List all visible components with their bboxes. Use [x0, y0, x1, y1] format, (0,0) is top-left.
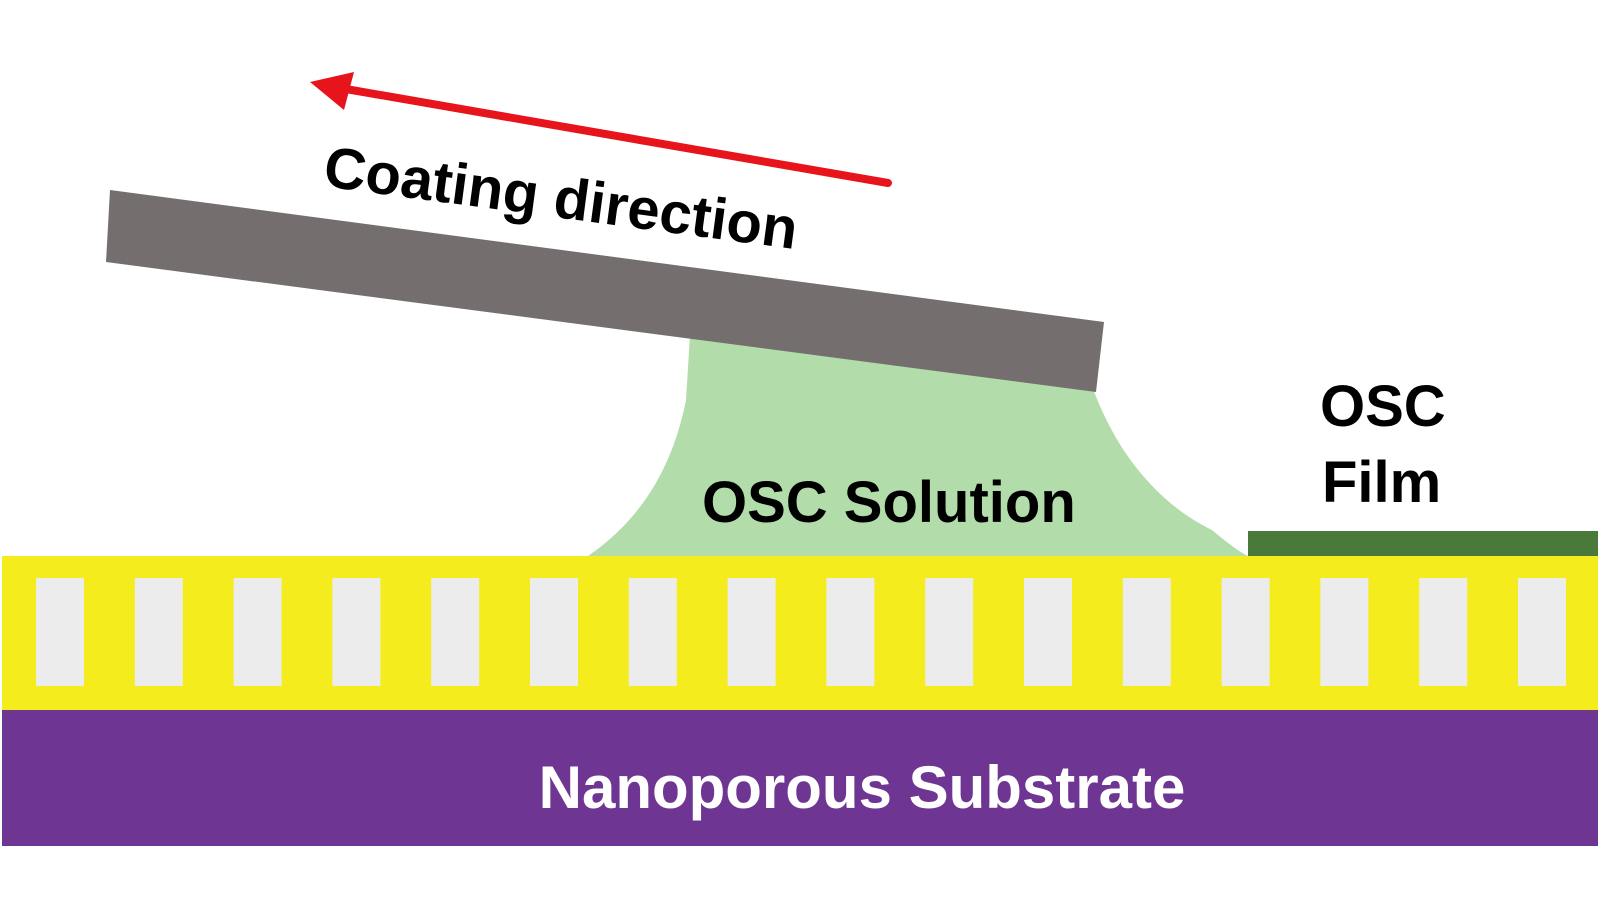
pore — [332, 578, 381, 686]
osc-film-label-line1: OSC — [1320, 374, 1446, 439]
pore — [1518, 578, 1566, 686]
osc-film-label-line2: Film — [1322, 450, 1441, 515]
nanoporous-substrate-label: Nanoporous Substrate — [539, 754, 1186, 821]
nanoporous-substrate — [2, 710, 1598, 846]
pore — [1024, 578, 1072, 686]
pore — [1221, 578, 1270, 686]
osc-film — [1248, 531, 1598, 556]
pore — [36, 578, 84, 686]
pore — [925, 578, 974, 686]
pore — [233, 578, 282, 686]
coating-blade — [106, 190, 1104, 392]
pore — [1320, 578, 1369, 686]
pore — [1122, 578, 1171, 686]
pore — [1419, 578, 1468, 686]
pore — [826, 578, 875, 686]
pore — [530, 578, 578, 686]
pore — [431, 578, 480, 686]
arrow-left-icon — [310, 72, 892, 187]
pores-group — [36, 578, 1566, 686]
pore — [727, 578, 776, 686]
pore — [134, 578, 183, 686]
osc-solution-label: OSC Solution — [702, 470, 1076, 535]
pore — [628, 578, 677, 686]
